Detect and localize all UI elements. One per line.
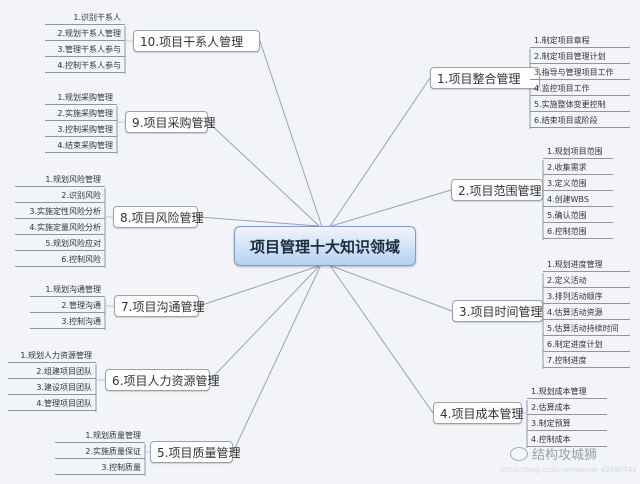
- subtopic-item[interactable]: 2.收集需求: [543, 160, 613, 175]
- topic-area-8[interactable]: 8.项目风险管理: [113, 206, 203, 228]
- subtopic-item[interactable]: 4.管理项目团队: [8, 396, 96, 411]
- subtopic-item[interactable]: 1.规划质量管理: [55, 428, 145, 443]
- central-topic[interactable]: 项目管理十大知识领域: [234, 226, 416, 266]
- subtopic-item[interactable]: 2.实施质量保证: [55, 444, 145, 459]
- subtopic-item[interactable]: 2.识别风险: [15, 188, 105, 203]
- subtopic-item[interactable]: 3.排列活动顺序: [543, 289, 630, 304]
- subtopic-item[interactable]: 3.指导与管理项目工作: [530, 65, 630, 80]
- topic-area-6[interactable]: 6.项目人力资源管理: [105, 369, 219, 391]
- watermark: 结构攻城狮: [510, 444, 597, 463]
- topic-area-7[interactable]: 7.项目沟通管理: [114, 295, 204, 317]
- subtopic-item[interactable]: 2.定义活动: [543, 273, 630, 288]
- subtopic-item[interactable]: 1.制定项目章程: [530, 33, 630, 48]
- topic-area-3[interactable]: 3.项目时间管理: [452, 300, 543, 322]
- subtopic-item[interactable]: 4.控制成本: [527, 432, 607, 447]
- watermark-name: 结构攻城狮: [532, 448, 598, 463]
- subtopic-item[interactable]: 2.规划干系人管理: [45, 26, 125, 41]
- subtopic-item[interactable]: 3.实施定性风险分析: [15, 204, 105, 219]
- subtopic-item[interactable]: 4.控制干系人参与: [45, 58, 125, 73]
- subtopic-item[interactable]: 3.定义范围: [543, 176, 613, 191]
- subtopic-item[interactable]: 2.组建项目团队: [8, 364, 96, 379]
- subtopic-item[interactable]: 5.确认范围: [543, 208, 613, 223]
- subtopic-item[interactable]: 2.管理沟通: [30, 298, 105, 313]
- subtopic-item[interactable]: 5.实施整体变更控制: [530, 97, 630, 112]
- subtopic-item[interactable]: 3.制定预算: [527, 416, 607, 431]
- wechat-icon: [510, 446, 528, 461]
- subtopic-item[interactable]: 2.实施采购管理: [45, 106, 117, 121]
- subtopic-item[interactable]: 4.结束采购管理: [45, 138, 117, 153]
- subtopic-item[interactable]: 3.控制质量: [55, 460, 145, 475]
- topic-area-2[interactable]: 2.项目范围管理: [451, 179, 543, 201]
- subtopic-item[interactable]: 1.规划人力资源管理: [8, 348, 96, 363]
- subtopic-item[interactable]: 6.制定进度计划: [543, 337, 630, 352]
- watermark-url: https://blog.csdn.net/weixin_42490743: [500, 466, 637, 474]
- subtopic-item[interactable]: 4.实施定量风险分析: [15, 220, 105, 235]
- subtopic-item[interactable]: 1.规划采购管理: [45, 90, 117, 105]
- subtopic-item[interactable]: 3.控制采购管理: [45, 122, 117, 137]
- subtopic-item[interactable]: 1.规划成本管理: [527, 384, 607, 399]
- subtopic-item[interactable]: 1.识别干系人: [45, 10, 125, 25]
- topic-area-9[interactable]: 9.项目采购管理: [125, 111, 215, 133]
- subtopic-item[interactable]: 2.估算成本: [527, 400, 607, 415]
- subtopic-item[interactable]: 4.估算活动资源: [543, 305, 630, 320]
- subtopic-item[interactable]: 4.监控项目工作: [530, 81, 630, 96]
- subtopic-item[interactable]: 5.估算活动持续时间: [543, 321, 630, 336]
- subtopic-item[interactable]: 4.创建WBS: [543, 192, 613, 207]
- subtopic-item[interactable]: 1.规划风险管理: [15, 172, 105, 187]
- topic-area-4[interactable]: 4.项目成本管理: [433, 402, 523, 424]
- topic-area-5[interactable]: 5.项目质量管理: [150, 441, 240, 463]
- subtopic-item[interactable]: 5.规划风险应对: [15, 236, 105, 251]
- subtopic-item[interactable]: 6.控制范围: [543, 224, 613, 239]
- subtopic-item[interactable]: 7.控制进度: [543, 353, 630, 368]
- subtopic-item[interactable]: 3.建设项目团队: [8, 380, 96, 395]
- topic-area-10[interactable]: 10.项目干系人管理: [133, 30, 260, 52]
- subtopic-item[interactable]: 2.制定项目管理计划: [530, 49, 630, 64]
- subtopic-item[interactable]: 3.管理干系人参与: [45, 42, 125, 57]
- subtopic-item[interactable]: 1.规划进度管理: [543, 257, 630, 272]
- subtopic-item[interactable]: 3.控制沟通: [30, 314, 105, 329]
- topic-area-1[interactable]: 1.项目整合管理: [430, 67, 540, 89]
- subtopic-item[interactable]: 1.规划项目范围: [543, 144, 613, 159]
- subtopic-item[interactable]: 6.控制风险: [15, 252, 105, 267]
- subtopic-item[interactable]: 1.规划沟通管理: [30, 282, 105, 297]
- subtopic-item[interactable]: 6.结束项目或阶段: [530, 113, 630, 128]
